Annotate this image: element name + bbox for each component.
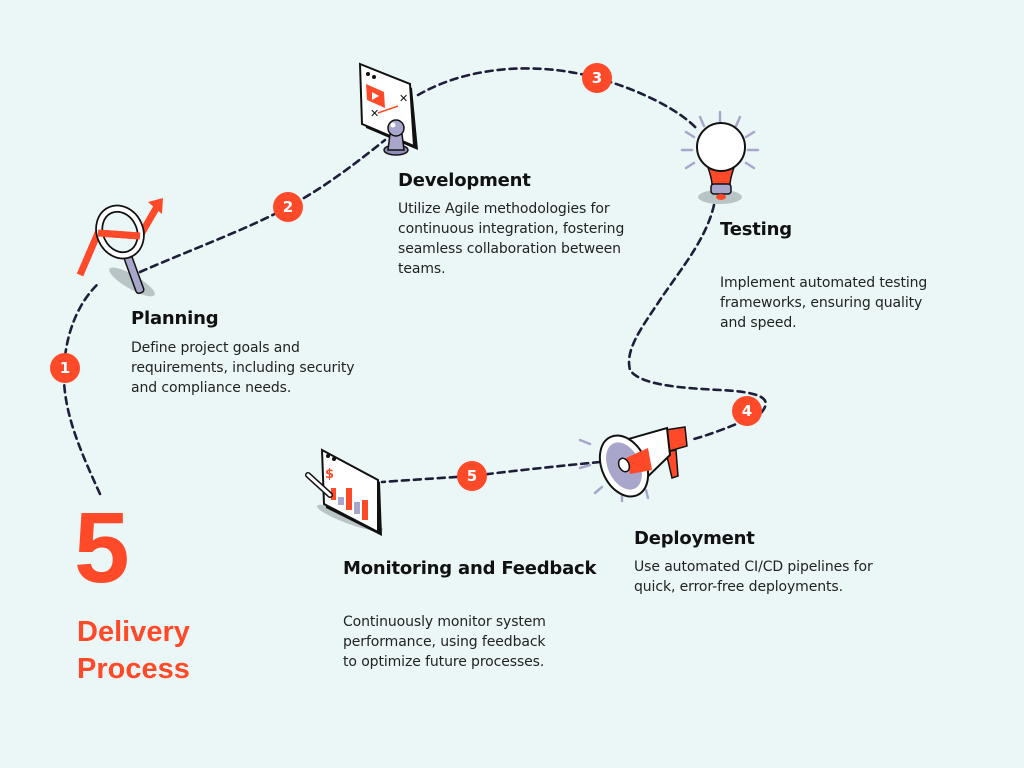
step-title-testing: Testing bbox=[720, 219, 792, 240]
megaphone-icon bbox=[578, 426, 688, 503]
step-badge-2-label: 2 bbox=[283, 198, 293, 216]
step-badge-5: 5 bbox=[457, 461, 487, 491]
headline-title: Delivery Process bbox=[77, 616, 190, 685]
step-badge-1: 1 bbox=[50, 353, 80, 383]
step-title-planning: Planning bbox=[131, 308, 219, 329]
step-desc-testing: Implement automated testing frameworks, … bbox=[720, 275, 928, 331]
step-badge-2: 2 bbox=[273, 192, 303, 222]
svg-text:✕: ✕ bbox=[399, 92, 408, 105]
step-title-development: Development bbox=[398, 170, 531, 191]
headline-number: 5 bbox=[74, 492, 130, 604]
step-badge-4-label: 4 bbox=[742, 402, 752, 420]
step-desc-deployment: Use automated CI/CD pipelines for quick,… bbox=[634, 559, 873, 595]
step-badge-3-label: 3 bbox=[592, 69, 602, 87]
step-desc-planning: Define project goals and requirements, i… bbox=[131, 340, 355, 396]
step-desc-development: Utilize Agile methodologies for continuo… bbox=[398, 201, 625, 277]
step-title-deployment: Deployment bbox=[634, 528, 755, 549]
step-badge-1-label: 1 bbox=[60, 359, 70, 377]
analytics-board-icon: $ bbox=[305, 448, 383, 536]
svg-text:$: $ bbox=[325, 467, 334, 482]
strategy-board-icon: ✕ ✕ bbox=[358, 62, 418, 156]
step-badge-3: 3 bbox=[582, 63, 612, 93]
step-badge-5-label: 5 bbox=[467, 467, 477, 485]
svg-text:✕: ✕ bbox=[370, 107, 379, 120]
lightbulb-icon bbox=[680, 110, 760, 204]
magnifier-growth-icon bbox=[76, 198, 163, 297]
step-title-monitoring: Monitoring and Feedback bbox=[343, 558, 597, 579]
step-badge-4: 4 bbox=[732, 396, 762, 426]
step-desc-monitoring: Continuously monitor system performance,… bbox=[343, 614, 546, 670]
